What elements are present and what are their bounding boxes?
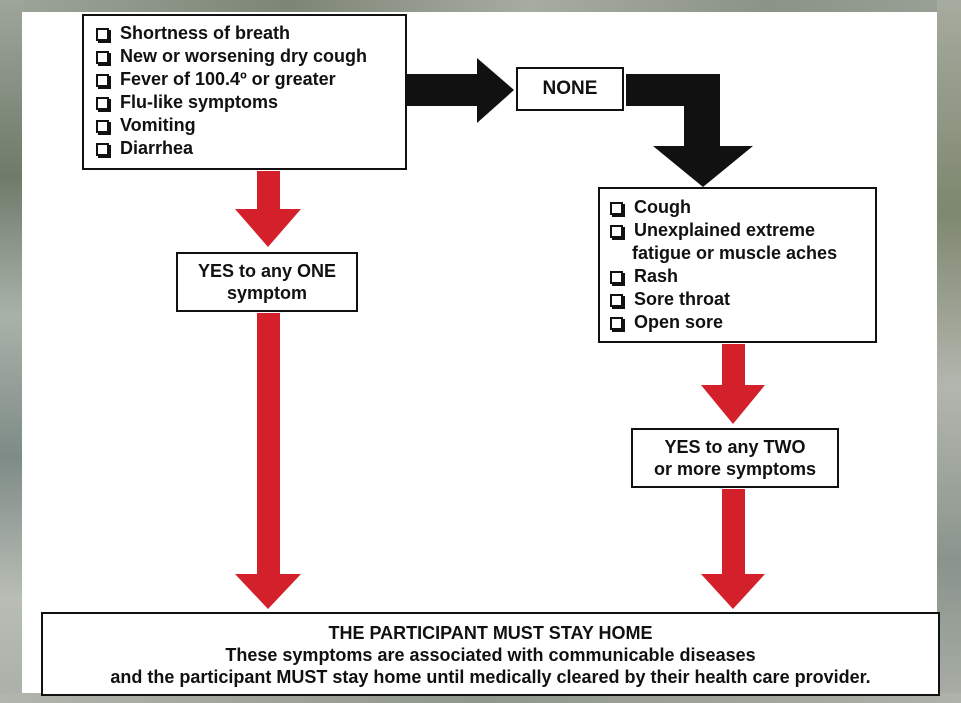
black-arrow-to-none	[407, 58, 514, 123]
symptom-item: Rash	[610, 265, 875, 288]
red-arrow-yes-two-to-final	[701, 489, 765, 609]
primary-symptom-list: Shortness of breath New or worsening dry…	[96, 22, 405, 160]
symptom-item: Open sore	[610, 311, 875, 334]
symptom-continuation-label: fatigue or muscle aches	[632, 243, 838, 263]
symptom-item: Cough	[610, 196, 875, 219]
yes-two-line2: or more symptoms	[653, 459, 817, 479]
background-photo-top	[0, 0, 961, 12]
symptom-item: Shortness of breath	[96, 22, 405, 45]
stay-home-line2: and the participant MUST stay home until…	[110, 667, 871, 687]
symptom-label: New or worsening dry cough	[120, 46, 368, 66]
checkbox-icon	[96, 143, 109, 156]
checkbox-icon	[610, 202, 623, 215]
symptom-label: Fever of 100.4º or greater	[120, 69, 336, 89]
background-photo-right	[937, 0, 961, 703]
yes-two-box: YES to any TWO or more symptoms	[631, 428, 839, 488]
none-label: NONE	[542, 78, 598, 99]
symptom-item: Flu-like symptoms	[96, 91, 405, 114]
yes-two-line1: YES to any TWO	[664, 437, 806, 457]
symptom-item: New or worsening dry cough	[96, 45, 405, 68]
secondary-symptom-list: Cough Unexplained extreme fatigue or mus…	[610, 196, 875, 334]
symptom-label: Sore throat	[634, 289, 731, 309]
black-arrow-to-secondary	[626, 74, 753, 187]
symptom-continuation: fatigue or muscle aches	[610, 242, 875, 265]
stay-home-title: THE PARTICIPANT MUST STAY HOME	[328, 623, 653, 643]
checkbox-icon	[610, 225, 623, 238]
symptom-label: Open sore	[634, 312, 724, 332]
checkbox-icon	[96, 74, 109, 87]
checkbox-icon	[610, 271, 623, 284]
stay-home-box: THE PARTICIPANT MUST STAY HOME These sym…	[41, 612, 940, 696]
background-photo-left	[0, 0, 22, 703]
symptom-label: Vomiting	[120, 115, 196, 135]
symptom-item: Diarrhea	[96, 137, 405, 160]
yes-one-box: YES to any ONE symptom	[176, 252, 358, 312]
checkbox-icon	[96, 97, 109, 110]
symptom-label: Rash	[634, 266, 679, 286]
symptom-item: Vomiting	[96, 114, 405, 137]
checkbox-icon	[96, 28, 109, 41]
primary-symptoms-box: Shortness of breath New or worsening dry…	[82, 14, 407, 170]
symptom-label: Diarrhea	[120, 138, 194, 158]
checkbox-icon	[96, 120, 109, 133]
secondary-symptoms-box: Cough Unexplained extreme fatigue or mus…	[598, 187, 877, 343]
red-arrow-secondary-to-yes-two	[701, 344, 765, 424]
symptom-label: Flu-like symptoms	[120, 92, 279, 112]
symptom-item: Unexplained extreme	[610, 219, 875, 242]
symptom-item: Sore throat	[610, 288, 875, 311]
checkbox-icon	[610, 294, 623, 307]
symptom-item: Fever of 100.4º or greater	[96, 68, 405, 91]
red-arrow-primary-to-yes-one	[235, 171, 301, 247]
symptom-label: Unexplained extreme	[634, 220, 816, 240]
none-box: NONE	[516, 67, 624, 111]
checkbox-icon	[96, 51, 109, 64]
yes-one-line2: symptom	[226, 283, 307, 303]
symptom-label: Cough	[634, 197, 691, 217]
stay-home-line1: These symptoms are associated with commu…	[225, 645, 756, 665]
background-photo-bottom	[0, 693, 961, 703]
yes-one-line1: YES to any ONE	[197, 261, 337, 281]
checkbox-icon	[610, 317, 623, 330]
symptom-label: Shortness of breath	[120, 23, 291, 43]
red-arrow-yes-one-to-final	[235, 313, 301, 609]
